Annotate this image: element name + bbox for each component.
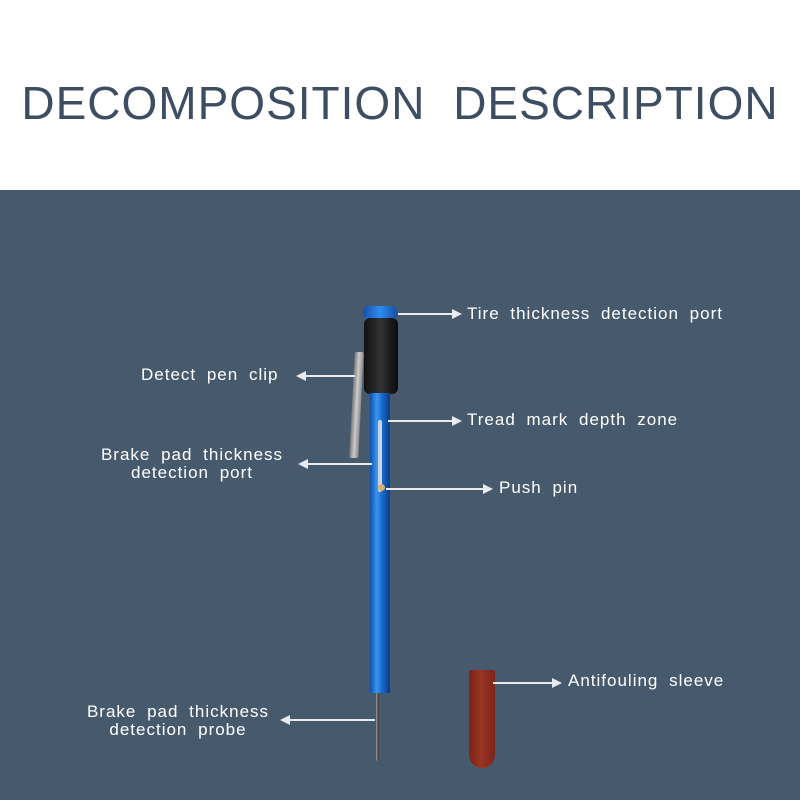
pen-body [370,393,390,693]
label-brake-port-line2: detection port [130,463,253,482]
page-title: DECOMPOSITION DESCRIPTION [21,77,779,129]
push-pin-dot [378,484,385,491]
label-sleeve: Antifouling sleeve [568,671,725,690]
sleeve-arrow [493,678,562,688]
label-push-pin: Push pin [499,478,579,497]
label-tread-zone: Tread mark depth zone [467,410,679,429]
probe-arrow [280,715,375,725]
depth-scale [378,420,382,492]
diagram-area [0,190,800,800]
tire-port-arrow [398,309,462,319]
label-tire-port: Tire thickness detection port [467,304,723,323]
label-pen-clip: Detect pen clip [141,365,279,384]
antifouling-sleeve [469,670,495,768]
push-pin-arrow [386,484,493,494]
label-brake-port-line1: Brake pad thickness [100,445,284,464]
label-probe-line1: Brake pad thickness [86,702,270,721]
brake-port-arrow [298,459,372,469]
tread-zone-arrow [388,416,462,426]
pen-top-cap [363,306,397,318]
probe-needle [376,693,379,761]
header: DECOMPOSITION DESCRIPTION [0,0,800,190]
label-brake-port: Brake pad thickness detection port [88,446,296,482]
label-probe: Brake pad thickness detection probe [74,703,282,739]
label-probe-line2: detection probe [109,720,247,739]
pen-grip [364,318,398,394]
pen-clip-arrow [296,371,355,381]
